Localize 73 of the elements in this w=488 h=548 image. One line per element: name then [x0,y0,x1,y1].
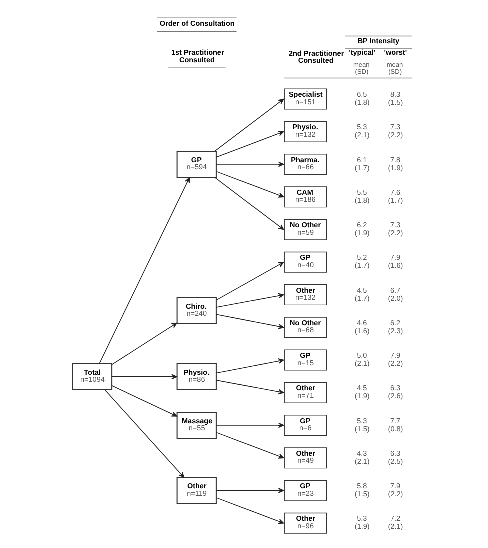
arrow [216,293,284,308]
node-label: 6.3 (2.5) [388,448,404,466]
arrow [216,380,284,395]
node-box: Other n=119 [176,477,217,504]
arrow [216,171,284,198]
arrow [216,262,284,301]
arrow [216,162,284,168]
node-label: 4.5 (1.9) [354,384,370,401]
node-label: 6.2 (2.3) [388,318,404,336]
node-label: 5.3 (1.5) [354,416,370,434]
node-label: 6.1 (1.7) [354,155,370,172]
node-label: 7.9 (2.2) [388,482,404,499]
node-label: 5.5 (1.8) [354,188,370,205]
label: 1st Practitioner Consulted [172,48,224,64]
node-label: 7.2 (2.1) [388,514,404,532]
arrow [216,498,284,524]
arrow [104,390,185,478]
node-box: Massage n=55 [176,412,217,440]
node-box: Physio. n=132 [284,121,328,142]
node-label: 5.0 (2.1) [354,351,370,368]
node-box: No Other n=59 [284,219,328,240]
node-label: 7.3 (2.2) [388,122,404,140]
node-label: 5.3 (1.9) [354,514,370,532]
node-box: Other n=132 [284,284,328,306]
node-label: 5.8 (1.5) [354,482,370,499]
node-label: 5.2 (1.7) [354,253,370,270]
node-box: Other n=96 [284,512,328,534]
label: 'typical' [349,48,376,58]
node-label: 7.9 (2.2) [388,351,404,368]
arrow [216,432,284,459]
label: 2nd Practitioner Consulted [288,48,344,66]
node-label: 5.3 (2.1) [354,122,370,140]
arrow [216,488,284,494]
node-box: Chiro. n=240 [176,297,217,325]
arrow [216,422,284,428]
node-label: 7.9 (1.6) [388,253,404,270]
node-box: GP n=23 [284,480,328,502]
node-label: 8.3 (1.5) [388,90,404,108]
arrow [214,177,284,230]
node-box: Other n=49 [284,448,328,469]
arrow [112,385,178,417]
node-box: GP n=15 [284,350,328,371]
node-label: 7.3 (2.2) [388,220,404,238]
arrow [112,374,178,380]
node-label: 7.7 (0.8) [388,416,404,434]
node-label: 6.5 (1.8) [354,90,370,108]
node-box: Specialist n=151 [284,88,328,110]
arrow [99,177,190,364]
arrow [112,322,178,366]
node-label: 6.7 (2.0) [388,286,404,303]
node-label: 7.6 (1.7) [388,188,404,205]
node-label: 6.3 (2.6) [388,384,404,401]
node-label: 6.2 (1.9) [354,220,370,238]
label: BP Intensity [358,36,400,46]
node-label: 4.6 (1.6) [354,318,370,336]
node-box: Physio. n=86 [176,363,217,390]
arrow [216,358,284,374]
node-box: Pharma. n=66 [284,154,328,176]
node-box: Other n=71 [284,382,328,404]
node-label: 4.3 (2.1) [354,448,370,466]
node-box: Total n=1094 [72,363,113,390]
arrow [216,131,284,158]
node-label: 4.5 (1.7) [354,286,370,303]
label: 'worst' [384,48,408,58]
node-label: 7.8 (1.9) [388,155,404,172]
label: Order of Consultation [160,19,235,28]
arrow [214,98,284,152]
node-box: No Other n=68 [284,317,328,338]
node-box: GP n=6 [284,415,328,436]
node-box: GP n=594 [176,150,217,178]
node-box: GP n=40 [284,252,328,273]
node-box: CAM n=186 [284,186,328,208]
arrow [216,314,284,330]
